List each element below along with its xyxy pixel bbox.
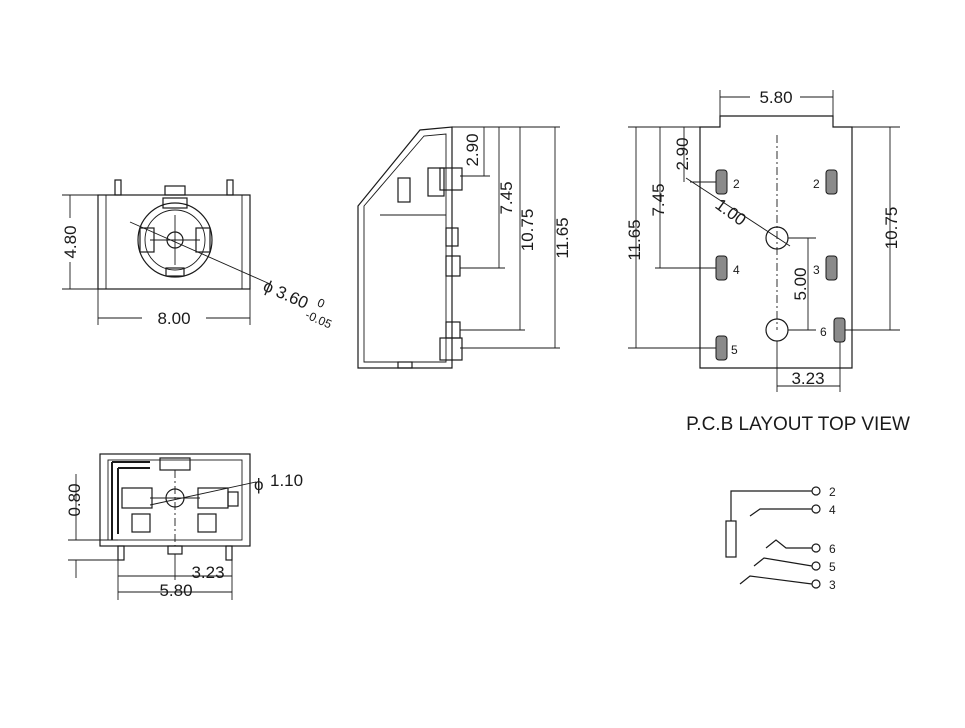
pcb-pin-label-2b: 2 bbox=[813, 177, 820, 191]
pcb-width-label: 5.80 bbox=[759, 88, 792, 107]
pcb-dim-10-75: 10.75 bbox=[882, 207, 901, 250]
pcb-dim-2-90: 2.90 bbox=[673, 137, 692, 170]
bottom-hole-dia-label: 1.10 bbox=[270, 471, 303, 490]
front-view-body bbox=[97, 194, 251, 290]
pcb-pad-5 bbox=[715, 335, 728, 361]
bottom-dia-symbol: ϕ bbox=[254, 475, 264, 494]
pcb-dim-11-65: 11.65 bbox=[625, 219, 644, 260]
bottom-width-label: 5.80 bbox=[159, 581, 192, 600]
pcb-pad-2-left bbox=[715, 169, 728, 195]
bottom-height-label: 0.80 bbox=[65, 483, 84, 516]
pcb-pad-3 bbox=[825, 255, 838, 281]
schematic-plug bbox=[725, 520, 737, 558]
front-height-label: 4.80 bbox=[61, 225, 80, 258]
side-dim-2-90: 2.90 bbox=[463, 133, 482, 166]
front-width-label: 8.00 bbox=[157, 309, 190, 328]
front-receptacle-outer bbox=[137, 202, 213, 278]
front-view: 4.80 8.00 ϕ 3.60 0 -0.05 bbox=[61, 179, 334, 332]
pcb-pin-label-3: 3 bbox=[813, 263, 820, 277]
pcb-hole-dia-label: 1.00 bbox=[712, 195, 750, 230]
front-bore-tol-upper: 0 bbox=[315, 295, 327, 311]
pcb-pad-2-right bbox=[825, 169, 838, 195]
pcb-pin-label-6: 6 bbox=[820, 325, 827, 339]
pcb-outline bbox=[699, 115, 853, 369]
pcb-pin-label-5: 5 bbox=[731, 343, 738, 357]
bottom-view: ϕ 1.10 0.80 3.23 5.80 bbox=[65, 453, 303, 600]
schematic-pin-2: 2 bbox=[829, 485, 836, 499]
pcb-pin-offset-label: 3.23 bbox=[791, 369, 824, 388]
schematic-pin-3: 3 bbox=[829, 578, 836, 592]
bottom-offset-label: 3.23 bbox=[191, 563, 224, 582]
schematic-symbol: 2 4 6 5 3 bbox=[725, 485, 836, 592]
pcb-pin-label-2a: 2 bbox=[733, 177, 740, 191]
side-view: 2.90 7.45 10.75 11.65 bbox=[357, 126, 572, 369]
pcb-layout-title: P.C.B LAYOUT TOP VIEW bbox=[686, 414, 910, 435]
side-dim-7-45: 7.45 bbox=[497, 181, 516, 214]
pcb-pin-label-4: 4 bbox=[733, 263, 740, 277]
pcb-dim-7-45: 7.45 bbox=[649, 183, 668, 216]
side-dim-10-75: 10.75 bbox=[518, 209, 537, 252]
pcb-pad-6 bbox=[833, 317, 846, 343]
pcb-hole-spacing-label: 5.00 bbox=[791, 267, 810, 300]
front-bore-label: 3.60 bbox=[273, 282, 311, 313]
front-bore-tol-lower: -0.05 bbox=[303, 308, 334, 332]
pcb-layout-view: 2 2 4 3 5 6 5.80 11.65 7.45 2.90 10.75 5… bbox=[625, 88, 910, 435]
pcb-pad-4 bbox=[715, 255, 728, 281]
schematic-pin-4: 4 bbox=[829, 503, 836, 517]
schematic-pin-5: 5 bbox=[829, 560, 836, 574]
schematic-pin-6: 6 bbox=[829, 542, 836, 556]
side-view-body bbox=[357, 126, 453, 369]
side-dim-11-65: 11.65 bbox=[553, 217, 572, 258]
